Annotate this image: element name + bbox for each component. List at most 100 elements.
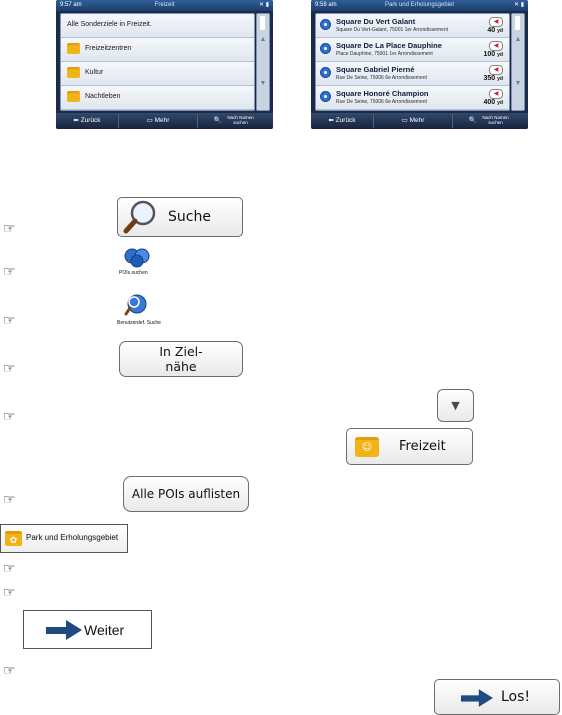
poi-item[interactable]: Square De La Place Dauphine Place Dauphi… — [316, 38, 509, 62]
screen-title: Freizeit — [154, 2, 175, 8]
search-by-name-button[interactable]: 🔍 Nach Namen suchen — [198, 114, 273, 128]
list-item-label: Kultur — [85, 69, 104, 76]
list-item[interactable]: Freizeitzentren — [61, 38, 254, 62]
park-folder-icon: ✿ — [5, 531, 22, 546]
more-label: Mehr — [154, 117, 170, 124]
pointing-hand-icon: ☞ — [3, 263, 16, 279]
folder-icon — [67, 43, 80, 54]
chevron-down-icon: ▼ — [451, 399, 460, 412]
poi-distance: 100 yd — [484, 51, 503, 58]
signal-icon: ✕ ▮ — [259, 2, 269, 8]
arrow-right-icon — [461, 689, 493, 707]
more-label: Mehr — [409, 117, 425, 124]
poi-name: Square Honoré Champion — [336, 89, 429, 98]
freizeit-button-image: ☺ Freizeit — [346, 428, 473, 465]
poi-search-caption: POIs suchen — [119, 270, 148, 276]
poi-address: Square Du Vert-Galant, 75001 1er Arrondi… — [336, 27, 449, 33]
poi-item[interactable]: Square Honoré Champion Rue De Seine, 750… — [316, 86, 509, 110]
poi-item[interactable]: Square Gabriel Pierné Rue De Seine, 7500… — [316, 62, 509, 86]
search-button-label: Suche — [168, 209, 211, 225]
poi-list: Square Du Vert Galant Square Du Vert-Gal… — [315, 13, 510, 111]
clock: 9:57 am — [60, 2, 82, 8]
direction-arrow-icon: ◀ — [489, 89, 503, 99]
left-device-screenshot: 9:57 am Freizeit ✕ ▮ Alle Sonderziele in… — [56, 0, 273, 129]
list-item[interactable]: Alle Sonderziele in Freizeit. — [61, 14, 254, 38]
globe-search-icon — [124, 294, 147, 316]
screen-title: Park und Erholungsgebiet — [384, 2, 455, 8]
scroll-thumb[interactable] — [515, 16, 520, 30]
scroll-up-icon[interactable]: ▲ — [514, 36, 522, 43]
distance-value: 400 — [483, 99, 496, 106]
scrollbar[interactable]: ▲ ▼ — [256, 13, 270, 111]
dropdown-arrow-button-image: ▼ — [437, 389, 474, 422]
list-item-label: Nachtleben — [85, 93, 121, 100]
list-item[interactable]: Nachtleben — [61, 86, 254, 110]
search-by-name-label: Nach Namen suchen — [227, 115, 254, 126]
list-all-pois-label: Alle POIs auflisten — [131, 487, 241, 501]
arrow-right-icon — [46, 620, 82, 640]
distance-value: 40 — [487, 27, 496, 34]
scroll-thumb[interactable] — [260, 16, 265, 30]
poi-item[interactable]: Square Du Vert Galant Square Du Vert-Gal… — [316, 14, 509, 38]
back-button[interactable]: ⬅ Zurück — [311, 114, 374, 128]
search-by-name-label: Nach Namen suchen — [482, 115, 509, 126]
poi-search-button-image: POIs suchen — [117, 246, 157, 278]
poi-distance: 400 yd — [484, 99, 503, 106]
poi-pin-icon — [320, 19, 331, 30]
near-destination-button-image: In Ziel- nähe — [119, 341, 243, 377]
bottom-bar: ⬅ Zurück ▭ Mehr 🔍 Nach Namen suchen — [56, 113, 273, 129]
search-by-name-button[interactable]: 🔍 Nach Namen suchen — [453, 114, 528, 128]
scroll-down-icon[interactable]: ▼ — [259, 80, 267, 87]
more-button[interactable]: ▭ Mehr — [374, 114, 453, 128]
more-button[interactable]: ▭ Mehr — [119, 114, 198, 128]
custom-search-button-image: Benutzerdef. Suche — [117, 292, 161, 328]
list-all-pois-button-image: Alle POIs auflisten — [123, 476, 249, 512]
category-list: Alle Sonderziele in Freizeit. Freizeitze… — [60, 13, 255, 111]
scroll-up-icon[interactable]: ▲ — [259, 36, 267, 43]
pointing-hand-icon: ☞ — [3, 560, 16, 576]
folder-icon — [67, 67, 80, 78]
pointing-hand-icon: ☞ — [3, 220, 16, 236]
poi-pins-icon — [124, 248, 150, 268]
magnifier-icon — [123, 200, 156, 234]
pointing-hand-icon: ☞ — [3, 312, 16, 328]
direction-arrow-icon: ◀ — [489, 41, 503, 51]
poi-address: Place Dauphine, 75001 1er Arrondissement — [336, 51, 433, 57]
freizeit-label: Freizeit — [399, 439, 446, 454]
theater-masks-icon: ☺ — [355, 437, 379, 457]
distance-value: 100 — [483, 51, 496, 58]
status-bar: 9:58 am Park und Erholungsgebiet ✕ ▮ — [311, 0, 528, 11]
distance-unit: yd — [497, 52, 503, 58]
list-item[interactable]: Kultur — [61, 62, 254, 86]
poi-name: Square Gabriel Pierné — [336, 65, 415, 74]
scrollbar[interactable]: ▲ ▼ — [511, 13, 525, 111]
list-item-label: Freizeitzentren — [85, 45, 132, 52]
direction-arrow-icon: ◀ — [489, 65, 503, 75]
pointing-hand-icon: ☞ — [3, 360, 16, 376]
poi-name: Square Du Vert Galant — [336, 17, 416, 26]
poi-address: Rue De Seine, 75006 6e Arrondissement — [336, 99, 427, 105]
park-category-image: ✿ Park und Erholungsgebiet — [0, 524, 128, 553]
distance-unit: yd — [497, 100, 503, 106]
window-icon: ▭ — [146, 117, 153, 124]
search-icon: 🔍 — [468, 117, 477, 124]
status-bar: 9:57 am Freizeit ✕ ▮ — [56, 0, 273, 11]
park-label: Park und Erholungsgebiet — [26, 533, 119, 542]
back-button[interactable]: ⬅ Zurück — [56, 114, 119, 128]
search-icon: 🔍 — [213, 117, 222, 124]
clock: 9:58 am — [315, 2, 337, 8]
folder-icon — [67, 91, 80, 102]
window-icon: ▭ — [401, 117, 408, 124]
los-label: Los! — [501, 689, 531, 705]
poi-name: Square De La Place Dauphine — [336, 41, 442, 50]
back-label: Zurück — [80, 117, 101, 124]
los-button-image: Los! — [434, 679, 560, 715]
scroll-down-icon[interactable]: ▼ — [514, 80, 522, 87]
pointing-hand-icon: ☞ — [3, 584, 16, 600]
list-item-label: Alle Sonderziele in Freizeit. — [67, 21, 152, 28]
arrow-left-icon: ⬅ — [328, 117, 334, 124]
near-destination-label: In Ziel- nähe — [159, 344, 203, 374]
poi-address: Rue De Seine, 75006 6e Arrondissement — [336, 75, 427, 81]
distance-value: 350 — [483, 75, 496, 82]
bottom-bar: ⬅ Zurück ▭ Mehr 🔍 Nach Namen suchen — [311, 113, 528, 129]
